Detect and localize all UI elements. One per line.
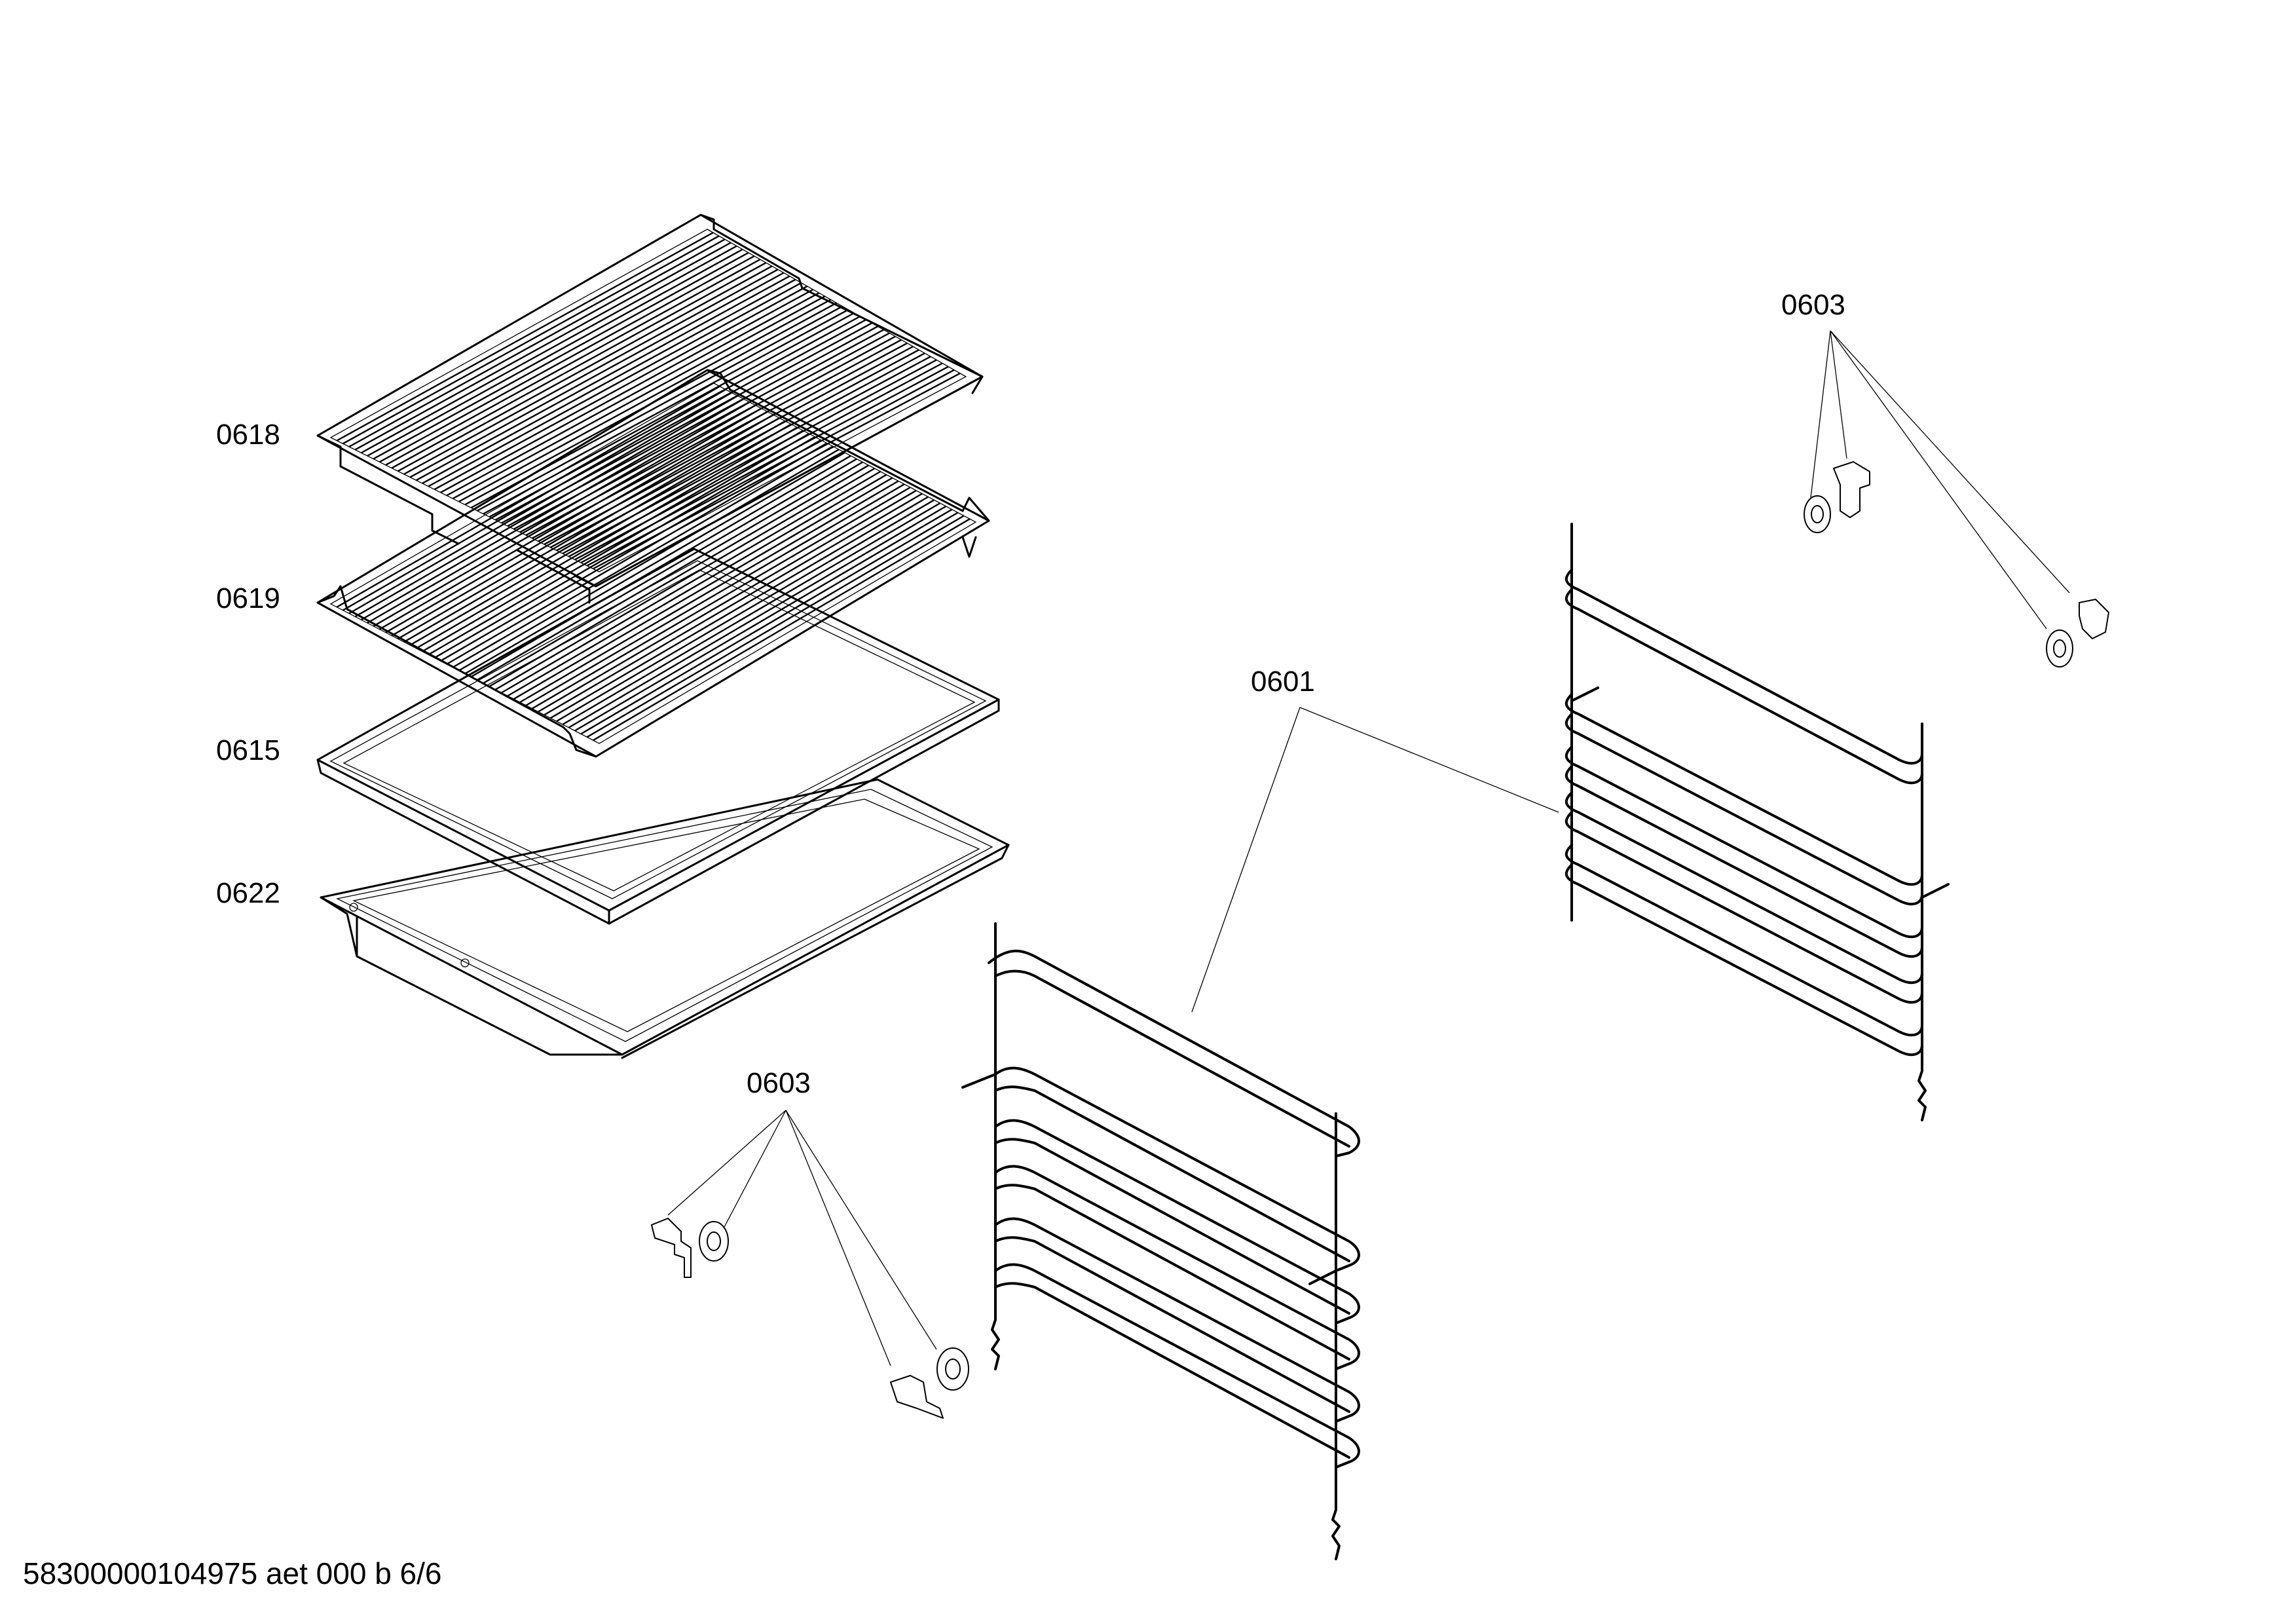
label-0619: 0619 [216, 582, 280, 614]
grid-bar [373, 404, 756, 627]
grid-bar [373, 252, 749, 460]
grid-bar [477, 309, 849, 512]
grid-bar [336, 232, 714, 441]
rail-clips-0603-upper [1804, 461, 2109, 667]
wire-grid-0619 [316, 369, 990, 758]
rail-clips-0603-lower [651, 1218, 969, 1419]
grid-bar [507, 474, 887, 697]
grid-bar [513, 477, 893, 700]
grid-bar [403, 420, 786, 643]
label-0615: 0615 [216, 734, 280, 766]
label-0603-upper: 0603 [1781, 289, 1845, 321]
grid-bar [397, 265, 773, 472]
grid-bar [434, 285, 808, 491]
grid-bar [391, 414, 774, 637]
grid-bar [397, 417, 780, 640]
grid-bar [428, 282, 802, 487]
grid-bar [403, 269, 779, 475]
grid-bar [580, 512, 959, 735]
grid-bar [531, 486, 911, 709]
wire-grid-0618 [316, 214, 984, 588]
grid-bar [360, 398, 745, 621]
grid-bar [556, 499, 935, 723]
grid-bar [464, 451, 845, 675]
grid-bar [385, 258, 761, 466]
grid-bar [544, 493, 923, 716]
grid-bar [483, 461, 863, 685]
label-0603-lower: 0603 [747, 1067, 811, 1099]
baking-tray-0615 [316, 548, 1000, 925]
grid-bar [538, 489, 917, 713]
grid-bar [568, 505, 947, 728]
grid-bar [354, 395, 738, 618]
grid-bar [470, 455, 851, 678]
grid-bar [422, 278, 796, 484]
grid-bar [446, 442, 828, 666]
grid-bar [519, 480, 899, 704]
side-rail-0601-left [961, 922, 1360, 1560]
grid-bar [440, 288, 814, 493]
grid-bar [562, 502, 941, 726]
grid-bar [415, 426, 798, 649]
label-0618: 0618 [216, 419, 280, 451]
grid-bar [440, 439, 822, 662]
grid-bar [391, 262, 767, 469]
grid-bar [574, 508, 953, 732]
drawing-reference-footer: 58300000104975 aet 000 b 6/6 [23, 1556, 442, 1590]
label-0622: 0622 [216, 877, 280, 909]
grid-bar [348, 392, 732, 614]
side-rail-0601-right [1565, 523, 1950, 1121]
grid-bar [452, 295, 826, 500]
grid-bar [367, 248, 743, 457]
grid-bar [501, 470, 881, 694]
grid-bar [354, 242, 731, 451]
grid-bar [422, 430, 804, 652]
grid-bar [409, 423, 792, 646]
grid-bar [379, 407, 762, 630]
grid-bar [379, 255, 755, 463]
grid-bar [586, 515, 965, 738]
deep-pan-0622 [320, 778, 1010, 1059]
grid-bar [367, 401, 750, 624]
grid-bar [446, 292, 820, 497]
grid-bar [361, 245, 737, 454]
grid-bar [343, 235, 720, 445]
grid-bar [458, 299, 832, 502]
leader-lines [667, 330, 2070, 1366]
grid-bar [593, 518, 971, 741]
grid-bar [385, 411, 768, 633]
grid-bar [434, 436, 816, 659]
grid-bar [343, 388, 726, 611]
grid-bar [549, 496, 929, 719]
label-0601: 0601 [1251, 666, 1315, 698]
grid-bar [494, 468, 876, 690]
grid-bar [525, 483, 905, 706]
grid-bar [428, 433, 810, 656]
grid-bar [415, 275, 790, 481]
grid-bar [348, 238, 726, 448]
grid-bar [336, 385, 720, 608]
grid-bar [452, 445, 834, 668]
grid-bar [409, 272, 785, 478]
grid-bar [458, 449, 840, 671]
grid-bar [476, 458, 857, 681]
